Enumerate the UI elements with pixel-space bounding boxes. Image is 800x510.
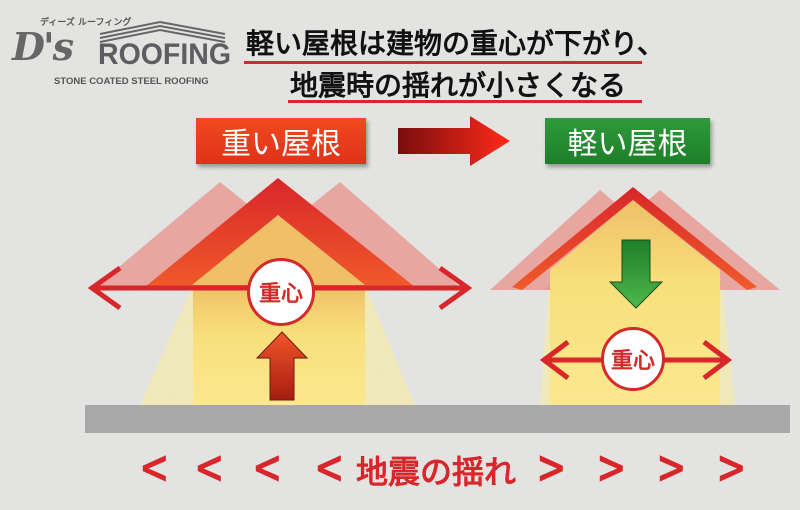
chevron-left-icon: < xyxy=(193,440,225,494)
light-cog-down-arrow-icon xyxy=(608,239,664,309)
chevron-left-icon: < xyxy=(313,440,345,494)
heavy-center-of-gravity: 重心 xyxy=(247,258,315,326)
heavy-cog-up-arrow-icon xyxy=(255,331,309,401)
chevron-right-icon: > xyxy=(715,440,747,494)
chevron-left-icon: < xyxy=(138,440,170,494)
ground xyxy=(85,405,790,433)
headline-line2: 地震時の揺れが小さくなる xyxy=(290,69,627,102)
chevron-right-icon: > xyxy=(655,440,687,494)
light-roof-label: 軽い屋根 xyxy=(545,118,710,164)
logo-mark: D's xyxy=(12,24,74,69)
chevron-right-icon: > xyxy=(535,440,567,494)
earthquake-label: 地震の揺れ xyxy=(356,453,517,491)
logo-roof-icon xyxy=(99,20,226,43)
logo-word: ROOFING xyxy=(98,38,231,71)
transition-arrow-icon xyxy=(398,116,510,166)
headline-underline-1 xyxy=(244,61,642,64)
chevron-right-icon: > xyxy=(595,440,627,494)
heavy-roof-label: 重い屋根 xyxy=(196,118,366,164)
logo-tagline: STONE COATED STEEL ROOFING xyxy=(54,76,209,87)
headline-line1: 軽い屋根は建物の重心が下がり、 xyxy=(246,27,665,60)
chevron-left-icon: < xyxy=(251,440,283,494)
light-center-of-gravity: 重心 xyxy=(601,327,665,391)
headline-underline-2 xyxy=(288,100,642,103)
logo-kana: ディーズ ルーフィング xyxy=(40,18,132,28)
